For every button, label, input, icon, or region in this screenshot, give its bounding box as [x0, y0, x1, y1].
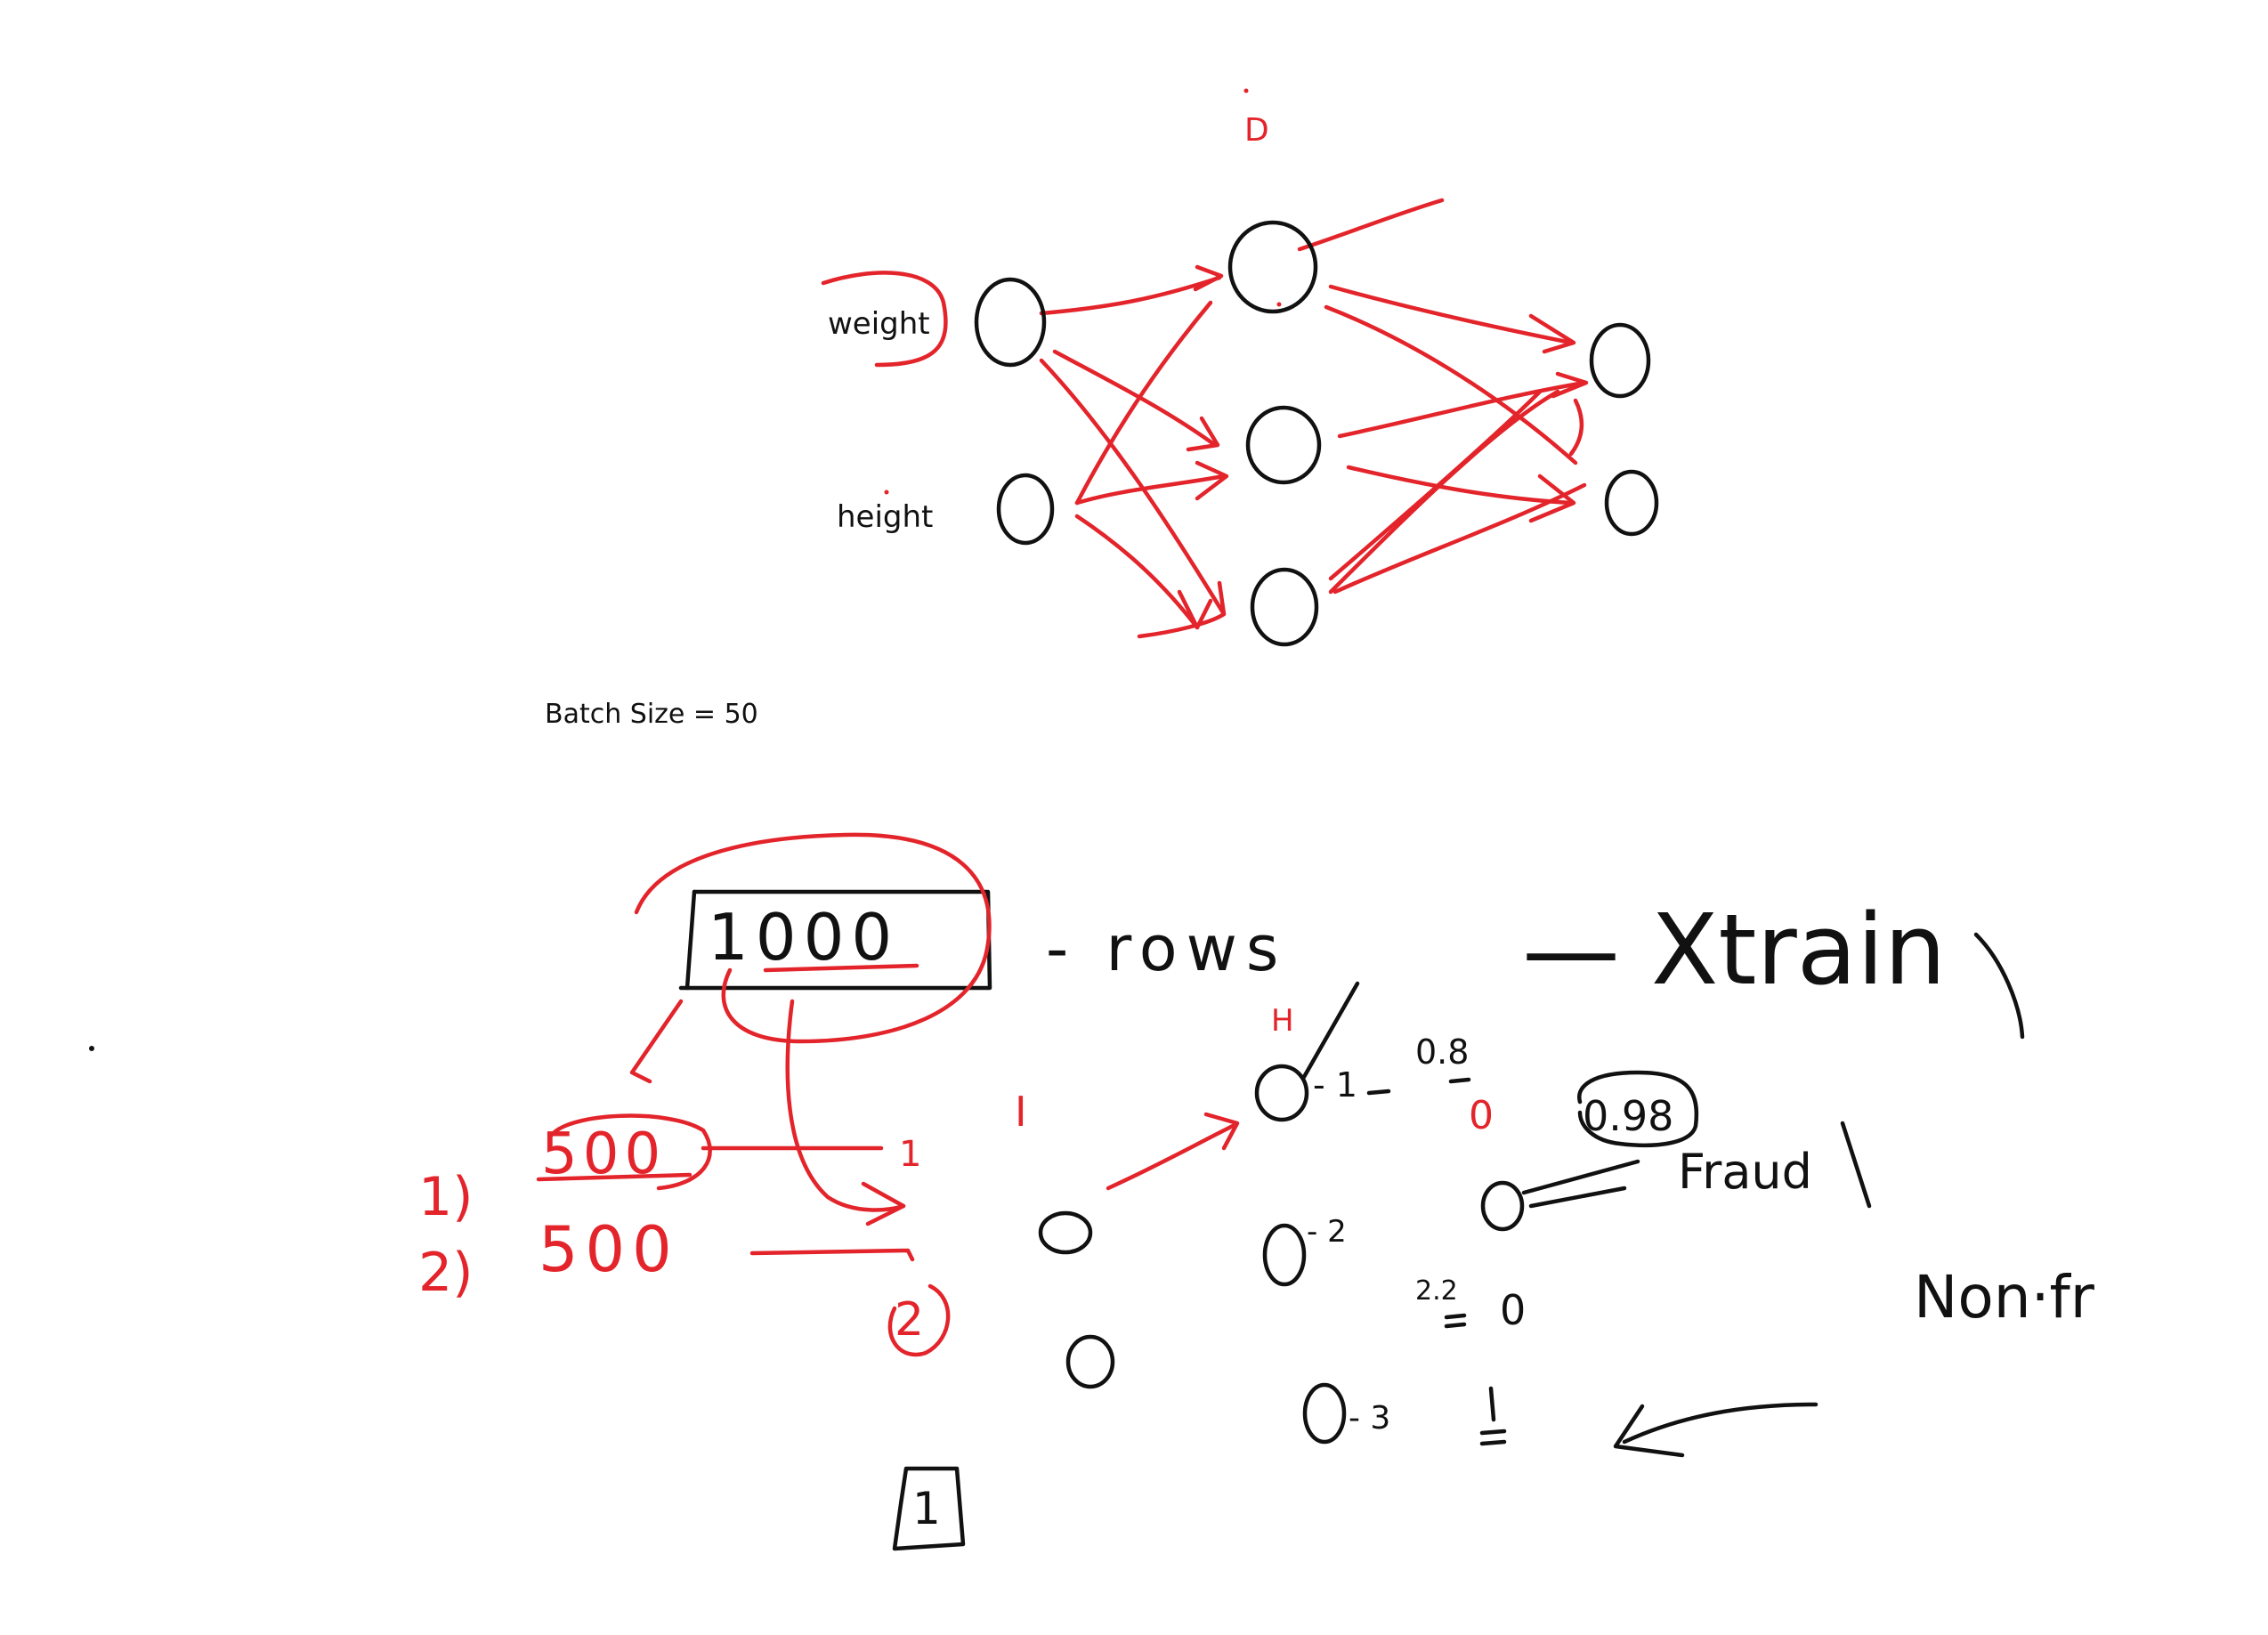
underline	[536, 1172, 693, 1182]
neuron-input-weight	[974, 277, 1047, 368]
edge-h2-o2	[1346, 465, 1574, 506]
dot-mark	[884, 490, 889, 495]
boxed-1-outline	[892, 1466, 966, 1551]
val-22: 2.2	[1415, 1275, 1458, 1307]
arrowhead	[1193, 264, 1224, 292]
edge-h-h3	[1074, 514, 1200, 630]
i-label: I	[1015, 1088, 1027, 1136]
edge-h2-o1	[1337, 380, 1587, 439]
edge-h1-o1	[1328, 284, 1574, 345]
arrowhead	[1613, 1404, 1685, 1458]
circle-500	[549, 1113, 712, 1191]
circle-2	[887, 1283, 951, 1357]
val-0-red: 0	[1469, 1093, 1494, 1138]
box-left-edge	[684, 889, 697, 991]
input-neuron-2	[1065, 1334, 1115, 1389]
dot-mark	[89, 1046, 94, 1051]
edge-h-h2	[1074, 474, 1227, 506]
neuron-hidden-3	[1250, 567, 1319, 647]
o2-dash: - 2	[1307, 1214, 1347, 1250]
equals-stroke	[1448, 1077, 1471, 1084]
one-mark: 1	[899, 1134, 921, 1175]
dot-mark	[1243, 88, 1249, 93]
fraud-label: Fraud	[1678, 1144, 1812, 1200]
neuron-hidden-1	[1227, 220, 1318, 314]
arrow-to-batch	[785, 999, 906, 1212]
red-loop	[634, 832, 992, 1044]
output-strokes	[1521, 1159, 1640, 1209]
arrowhead	[861, 1181, 906, 1226]
edge-h3-o2	[1332, 482, 1587, 595]
neuron-output-2	[1604, 469, 1659, 537]
edge-w-h2	[1052, 349, 1218, 448]
label-weight: weight	[828, 306, 930, 342]
edge-h-h1	[1074, 300, 1213, 506]
dataset-box: 1000	[629, 832, 992, 1226]
label-d: D	[1244, 112, 1269, 149]
output-layer	[1589, 322, 1659, 537]
h-label: H	[1271, 1003, 1294, 1039]
hidden-neuron-2	[1262, 1223, 1307, 1287]
circled-2-label: 2	[895, 1293, 924, 1347]
neuron-hidden-2	[1245, 405, 1322, 485]
equals-stroke	[1479, 1386, 1507, 1446]
rows-label: - rows	[1046, 912, 1287, 985]
weight-swirl	[821, 271, 948, 368]
split-2-value: 500	[539, 1213, 679, 1286]
arrowhead	[1528, 474, 1576, 523]
arrow-shaft	[1622, 1402, 1818, 1445]
split-2-number: 2)	[418, 1242, 474, 1304]
box-value: 1000	[708, 900, 899, 975]
edge-h1-o2	[1324, 304, 1578, 465]
output-neuron	[1480, 1180, 1525, 1232]
arrowhead	[1551, 371, 1589, 399]
neuron-input-height	[996, 473, 1055, 546]
hidden-neuron-1	[1254, 1064, 1309, 1122]
neuron-output-1	[1589, 322, 1651, 399]
neural-network-diagram: D weight height	[821, 88, 1659, 647]
box-098	[1577, 1070, 1699, 1148]
edge-input-h1	[1106, 1123, 1235, 1191]
boxed-1-label: 1	[912, 1483, 941, 1534]
input-neuron-1	[1038, 1210, 1093, 1255]
hidden-output-connections	[1324, 284, 1589, 595]
split-2-line	[749, 1248, 915, 1262]
equals-stroke	[1444, 1313, 1467, 1329]
val-098: 0.98	[1583, 1092, 1673, 1140]
top-stroke	[1297, 198, 1445, 252]
arrow-to-500	[629, 999, 684, 1084]
edge-h3-o1b	[1328, 389, 1543, 581]
arrowhead	[1177, 589, 1213, 630]
input-layer	[974, 277, 1055, 546]
bottom-network: H I - 1 0.8 0 - 2 2.2 0 - 3 0.98 Fraud N…	[892, 981, 2095, 1551]
equals-stroke	[1366, 1089, 1391, 1096]
input-hidden-connections	[1039, 264, 1229, 639]
stroke-mark	[1568, 398, 1584, 457]
dot-mark	[1276, 302, 1282, 307]
xtrain-label: — Xtrain	[1522, 893, 1946, 1007]
hidden-neuron-3	[1302, 1382, 1347, 1445]
batch-size-label: Batch Size = 50	[545, 699, 758, 730]
slash-stroke	[1301, 981, 1360, 1080]
h1-dash: - 1	[1313, 1065, 1357, 1105]
arrowhead	[1186, 416, 1220, 452]
arrowhead	[1528, 313, 1576, 354]
edge-w-h3	[1039, 358, 1227, 617]
split-1-number: 1)	[418, 1166, 474, 1228]
fraud-tail	[1840, 1121, 1872, 1209]
label-height: height	[837, 499, 933, 535]
underline	[763, 963, 919, 973]
non-fr-label: Non·fr	[1914, 1263, 2095, 1331]
hidden-layer	[1227, 220, 1322, 647]
arrowhead	[1195, 460, 1229, 501]
val-08: 0.8	[1415, 1032, 1469, 1072]
o3-dash: - 3	[1349, 1400, 1390, 1437]
xtrain-tail	[1973, 932, 2025, 1040]
arrowhead	[1203, 1112, 1240, 1151]
val-0-black: 0	[1500, 1286, 1526, 1334]
splits: 1) 500 1 2) 500 2	[418, 1113, 951, 1357]
edge-w-h1	[1039, 275, 1222, 316]
